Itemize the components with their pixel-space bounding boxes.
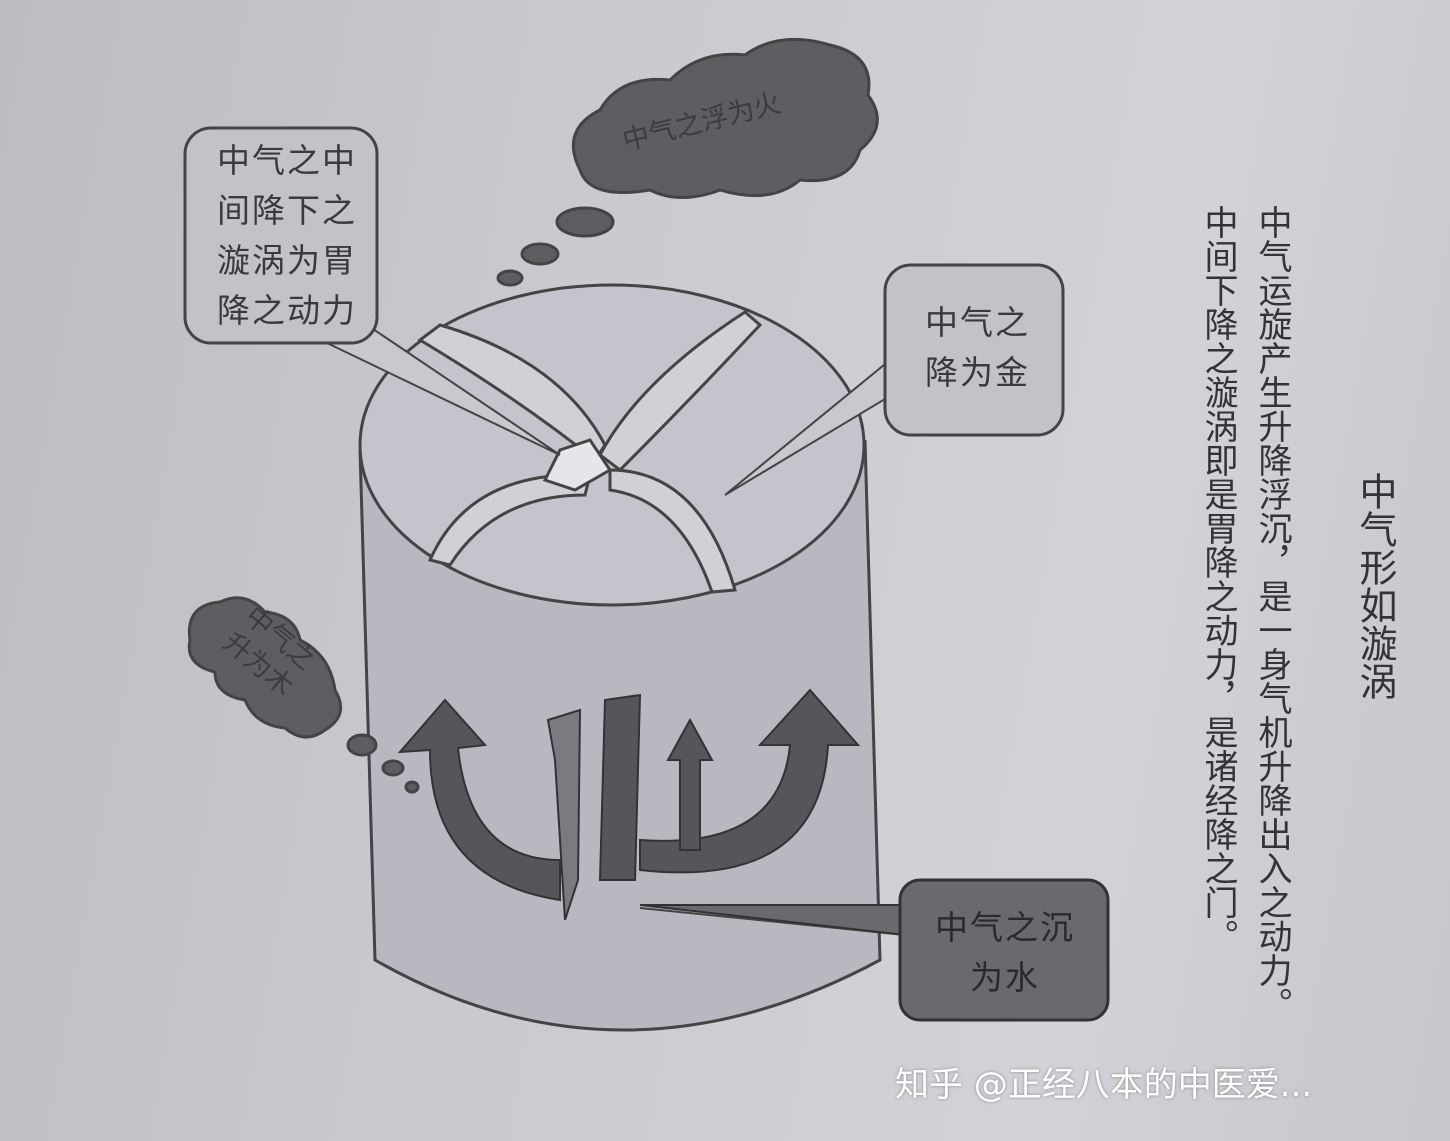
label-line: 中气之 <box>925 303 1030 342</box>
label-line: 降为金 <box>925 353 1030 392</box>
top-left-box <box>183 126 379 345</box>
bottom-right-box-label: 中气之沉 为水 <box>935 903 1075 1003</box>
description-line-2: 中间下降之漩涡即是胃降之动力，是诸经降之门。 <box>1198 205 1238 953</box>
label-line: 间降下之 <box>217 191 357 230</box>
label-line: 漩涡为胃 <box>217 241 357 280</box>
figure-title: 中气形如漩涡 <box>1353 472 1397 700</box>
top-left-box-label: 中气之中 间降下之 漩涡为胃 降之动力 <box>217 136 357 336</box>
label-line: 中气之沉 <box>935 908 1075 947</box>
label-line: 中气之中 <box>217 141 357 180</box>
top-cloud <box>496 37 879 287</box>
bottom-right-box <box>898 878 1110 1022</box>
label-line: 降之动力 <box>217 291 357 330</box>
swirl-arrows <box>417 310 763 594</box>
description-line-1: 中气运旋产生升降浮沉，是一身气机升降出入之动力。 <box>1252 205 1292 1021</box>
left-cloud <box>187 596 420 794</box>
right-box <box>883 263 1065 437</box>
label-line: 为水 <box>970 958 1040 997</box>
rising-arrows <box>397 688 861 921</box>
right-box-label: 中气之 降为金 <box>925 298 1030 398</box>
watermark: 知乎 @正经八本的中医爱... <box>895 1065 1313 1105</box>
